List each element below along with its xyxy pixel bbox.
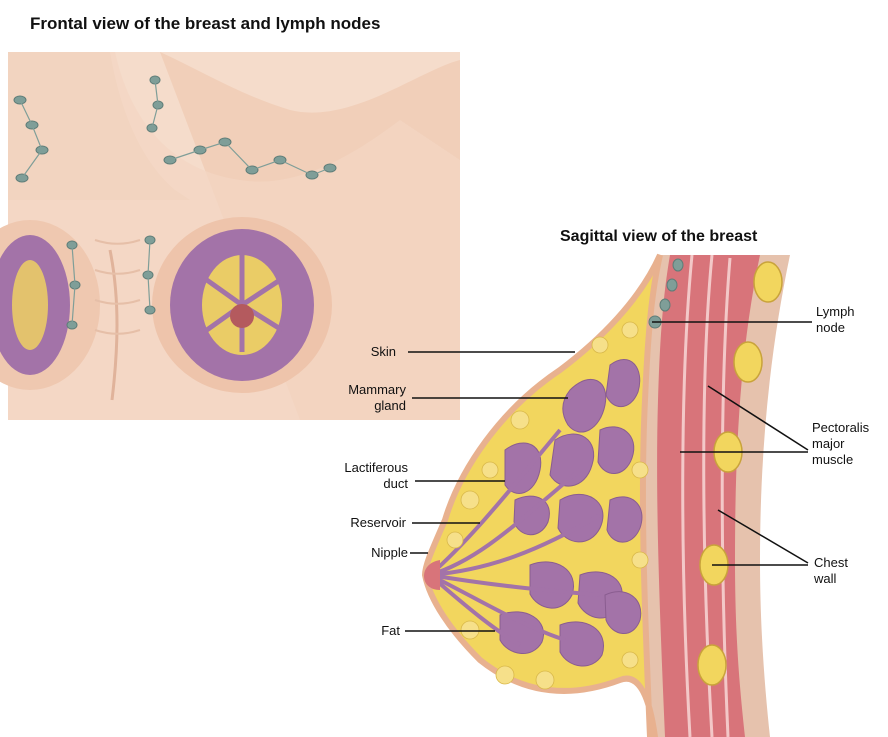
label-pectoralis-major-muscle: Pectoralis major muscle <box>812 420 869 468</box>
label-nipple: Nipple <box>340 545 408 561</box>
label-skin: Skin <box>340 344 396 360</box>
label-chest-wall: Chest wall <box>814 555 848 587</box>
label-lactiferous-line-2: duct <box>316 476 408 492</box>
label-lymph-line-2: node <box>816 320 855 336</box>
label-chest-line-2: wall <box>814 571 848 587</box>
label-pectoralis-line-3: muscle <box>812 452 869 468</box>
label-mammary-line-1: Mammary <box>318 382 406 398</box>
label-lactiferous-duct: Lactiferous duct <box>316 460 408 492</box>
label-pectoralis-line-2: major <box>812 436 869 452</box>
label-chest-line-1: Chest <box>814 555 848 571</box>
label-pectoralis-line-1: Pectoralis <box>812 420 869 436</box>
label-fat: Fat <box>350 623 400 639</box>
label-lactiferous-line-1: Lactiferous <box>316 460 408 476</box>
label-reservoir: Reservoir <box>320 515 406 531</box>
label-mammary-line-2: gland <box>318 398 406 414</box>
label-lymph-line-1: Lymph <box>816 304 855 320</box>
label-lymph-node: Lymph node <box>816 304 855 336</box>
frontal-view-illustration <box>0 52 460 420</box>
label-mammary-gland: Mammary gland <box>318 382 406 414</box>
sagittal-view-illustration <box>405 255 812 737</box>
